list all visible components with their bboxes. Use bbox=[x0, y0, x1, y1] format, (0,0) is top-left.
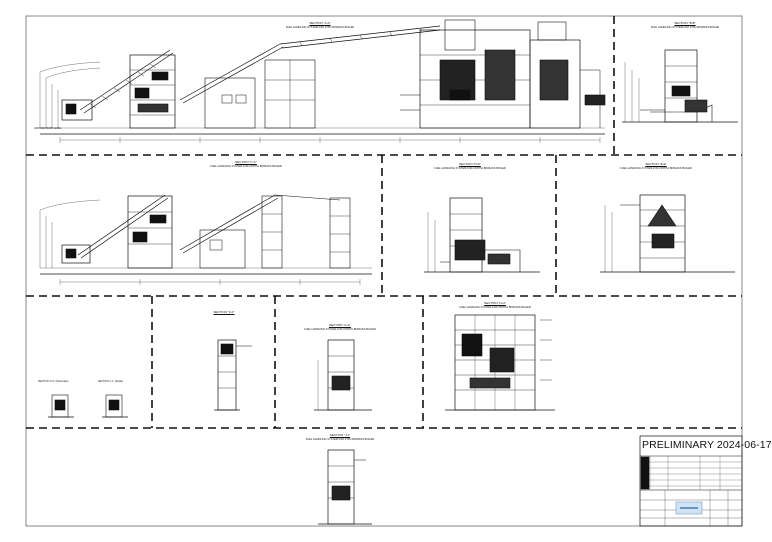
section-j-subtitle: FUEL HANDLING SYSTEM FOR 4TPH BIOMASS BO… bbox=[305, 438, 375, 441]
section-b-elevation bbox=[622, 49, 738, 123]
section-b-title: SECTION "B-B" bbox=[674, 21, 696, 25]
section-c-elevation bbox=[39, 194, 372, 285]
ground-level-label: GROUND FINISH LEVEL bbox=[34, 127, 62, 130]
section-k-l-details bbox=[48, 394, 128, 418]
section-j-elevation bbox=[318, 449, 372, 525]
section-e-subtitle: FUEL HANDLING SYSTEM FOR 2X6TPH BIOMASS … bbox=[620, 167, 692, 170]
section-h-subtitle: FUEL HANDLING SYSTEM FOR 2X6TPH BIOMASS … bbox=[459, 306, 531, 309]
section-h-small-elevation bbox=[314, 339, 372, 411]
section-b-subtitle: FUEL HANDLING SYSTEM FOR 4TPH BIOMASS BO… bbox=[650, 26, 720, 29]
section-a-title: SECTION "A-A" bbox=[309, 21, 331, 25]
section-g-elevation bbox=[214, 339, 252, 411]
section-h-large-elevation bbox=[445, 314, 555, 411]
section-g-title: SECTION "G-G" bbox=[329, 323, 351, 327]
section-e-elevation bbox=[600, 194, 735, 273]
sheet-frame bbox=[25, 15, 743, 527]
section-h-title: SECTION "H-H" bbox=[484, 301, 506, 305]
section-j-title: SECTION "J-J" bbox=[329, 433, 351, 437]
title-block bbox=[639, 435, 743, 527]
detail-k-title: SECTION "K-K" (Schematic) bbox=[38, 380, 69, 383]
section-d-subtitle: FUEL HANDLING SYSTEM FOR 2X6TPH BIOMASS … bbox=[434, 167, 506, 170]
section-a-subtitle: FUEL HANDLING SYSTEM FOR 4TPH BIOMASS BO… bbox=[285, 26, 355, 29]
section-dividers bbox=[26, 16, 742, 429]
section-c-subtitle: FUEL HANDLING SYSTEM FOR 2X6TPH BIOMASS … bbox=[210, 165, 282, 168]
section-c-title: SECTION "C-C" bbox=[235, 160, 257, 164]
preliminary-stamp: PRELIMINARY 2024-06-17 bbox=[642, 439, 772, 451]
section-g-subtitle: FUEL HANDLING SYSTEM FOR 2X6TPH BIOMASS … bbox=[304, 328, 376, 331]
detail-l-title: SECTION "L-L" (Detail) bbox=[98, 380, 123, 383]
section-a-elevation bbox=[39, 19, 606, 143]
section-e-title: SECTION "E-E" bbox=[645, 162, 667, 166]
section-d-title: SECTION "D-D" bbox=[459, 162, 481, 166]
section-d-elevation bbox=[424, 197, 540, 273]
section-f-title: SECTION "F-F" bbox=[213, 310, 235, 314]
